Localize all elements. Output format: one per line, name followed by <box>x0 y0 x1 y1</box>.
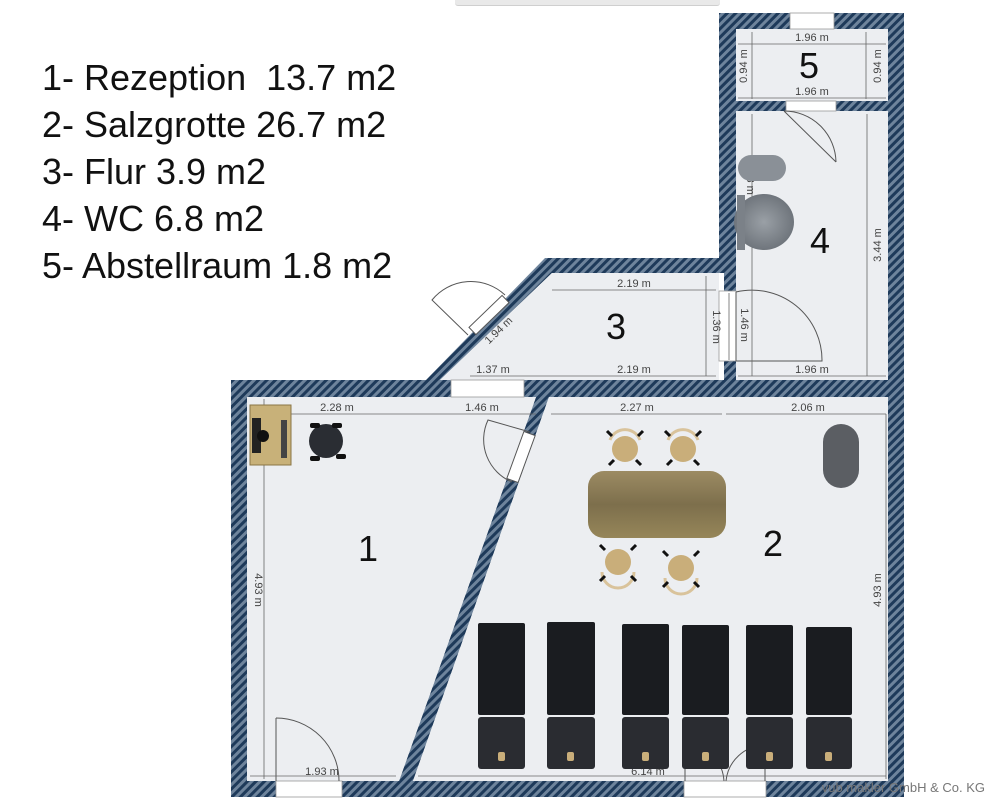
door-room1-room2[interactable] <box>483 419 536 484</box>
lounger-icon-1 <box>478 623 525 769</box>
dim-hall-door: 1.46 m <box>738 308 750 342</box>
reception-desk-icon <box>249 404 292 466</box>
legend-item-wc: 4- WC 6.8 m2 <box>42 198 265 239</box>
door-bottom-left[interactable] <box>275 717 340 782</box>
opening-bottom-room1 <box>275 780 343 798</box>
legend-item-hallway: 3- Flur 3.9 m2 <box>42 151 267 192</box>
chair-icon-bottom-right <box>661 549 701 596</box>
dim-room2-top-right: 2.06 m <box>791 402 825 414</box>
chair-icon-top-right <box>663 428 703 467</box>
room-3-floor <box>440 273 719 380</box>
opening-room4-room5 <box>785 100 837 112</box>
toilet-icon <box>738 155 786 181</box>
office-chair-icon <box>309 423 346 461</box>
dim-storage-bottom: 1.96 m <box>795 86 829 98</box>
dim-hall-right: 1.36 m <box>710 310 722 344</box>
table-icon <box>588 471 726 538</box>
dim-storage-left: 0.94 m <box>738 49 750 83</box>
dim-hall-bottom-right: 2.19 m <box>617 364 651 376</box>
lounger-icons <box>478 622 852 769</box>
opening-bottom-room2 <box>683 780 767 798</box>
room-label-3: 3 <box>606 306 626 347</box>
dim-room2-top-left: 2.27 m <box>620 402 654 414</box>
dim-storage-right: 0.94 m <box>872 49 884 83</box>
door-room3-room4[interactable] <box>735 289 823 362</box>
room-label-4: 4 <box>810 220 830 261</box>
door-entrance-diagonal[interactable] <box>431 281 510 336</box>
room-label-5: 5 <box>799 45 819 86</box>
dim-storage-top: 1.96 m <box>795 32 829 44</box>
sink-icon <box>734 194 794 250</box>
opening-top-storage <box>789 12 835 30</box>
credit-text: vub makler GmbH & Co. KG <box>821 780 985 795</box>
room-1-floor <box>247 397 536 781</box>
dim-wc-bottom: 1.96 m <box>795 364 829 376</box>
room-5-floor <box>736 29 888 101</box>
room-label-1: 1 <box>358 528 378 569</box>
lamp-icon <box>823 424 859 488</box>
room-legend: 1- Rezeption 13.7 m2 2- Salzgrotte 26.7 … <box>42 54 396 289</box>
top-scrollbar[interactable] <box>455 0 720 6</box>
legend-item-reception: 1- Rezeption 13.7 m2 <box>42 57 397 98</box>
chair-icon-bottom-left <box>598 543 638 590</box>
dim-room1-top-right: 1.46 m <box>465 402 499 414</box>
chair-icon-top-left <box>605 428 645 467</box>
sink-counter <box>737 195 745 250</box>
lounger-icon-5 <box>746 625 793 769</box>
dim-wc-right: 3.44 m <box>872 228 884 262</box>
dim-room1-bottom: 1.93 m <box>305 766 339 778</box>
lounger-icon-4 <box>682 625 729 769</box>
opening-room3-room1 <box>450 379 525 398</box>
outer-walls <box>231 13 904 797</box>
door-room4-room5[interactable] <box>783 110 837 163</box>
legend-item-storage: 5- Abstellraum 1.8 m2 <box>42 245 393 286</box>
dim-hall-bottom-left: 1.37 m <box>476 364 510 376</box>
lounger-icon-6 <box>806 627 852 769</box>
lounger-icon-2 <box>547 622 595 769</box>
room-label-2: 2 <box>763 523 783 564</box>
dim-room2-right: 4.93 m <box>872 573 884 607</box>
dimension-lines <box>250 32 887 779</box>
lounger-icon-3 <box>622 624 669 769</box>
dim-room1-left: 4.93 m <box>252 573 264 607</box>
dim-hall-top: 2.19 m <box>617 278 651 290</box>
legend-item-salt-grotto: 2- Salzgrotte 26.7 m2 <box>42 104 387 145</box>
dim-room1-top-left: 2.28 m <box>320 402 354 414</box>
